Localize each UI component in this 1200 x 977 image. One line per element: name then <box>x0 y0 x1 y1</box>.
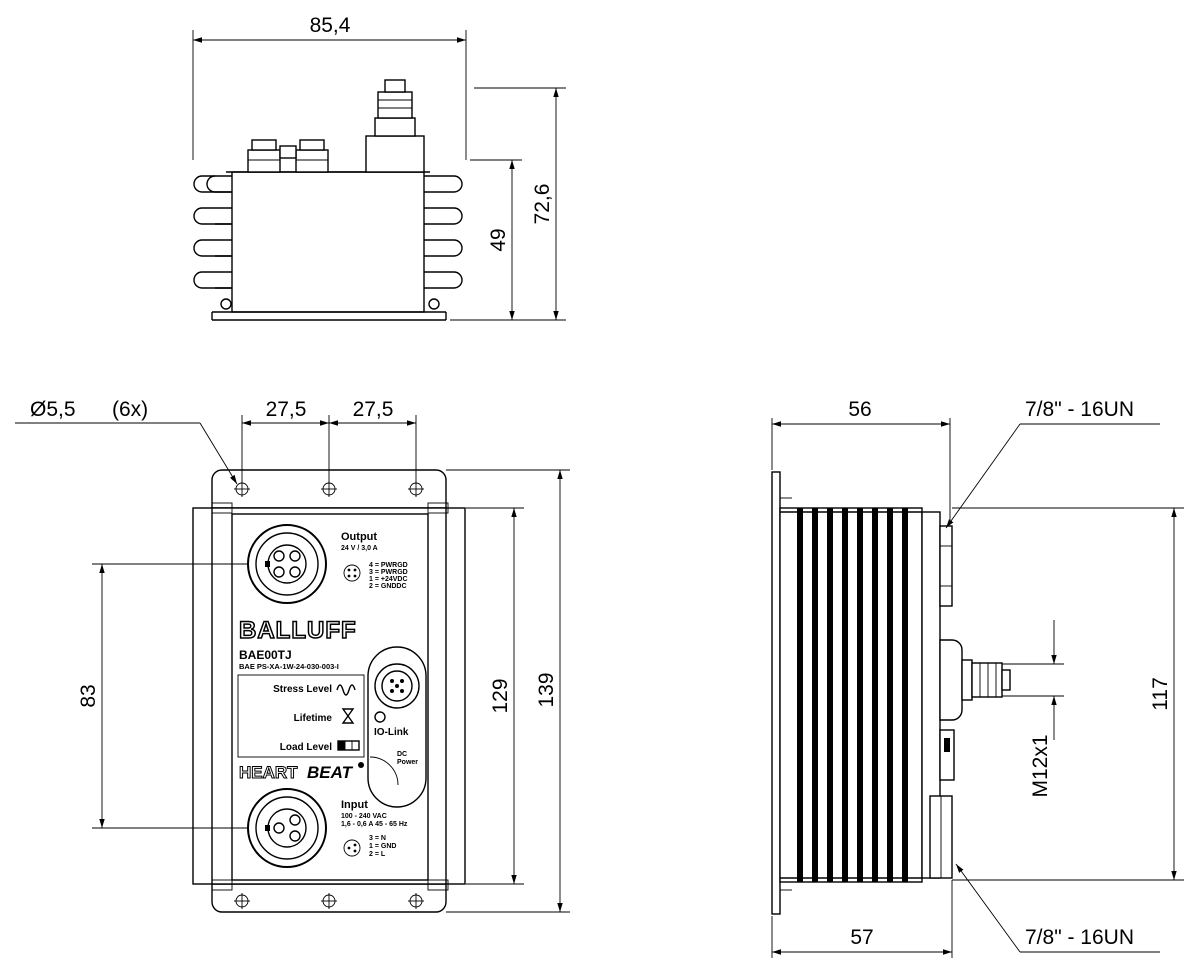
top-connector-left <box>247 139 329 173</box>
hourglass-icon <box>341 708 355 724</box>
dim-thread-m12: M12x1 <box>1029 734 1052 797</box>
dim-top-width: 85,4 <box>310 14 351 37</box>
front-view: Output 24 V / 3,0 A 4 = PWRGD 3 = PWRGD … <box>15 398 570 913</box>
status-panel <box>237 674 365 758</box>
screw-icon <box>428 298 440 310</box>
dim-hole-diameter: Ø5,5 <box>30 398 76 421</box>
heartbeat-logo-beat: BEAT <box>307 763 354 782</box>
dim-side-depth-top: 56 <box>848 398 871 421</box>
led-out-label: DC <box>397 751 407 758</box>
input-pin-1: 1 = GND <box>369 843 396 850</box>
dim-front-height-outer: 139 <box>535 672 558 707</box>
dim-side-height: 117 <box>1149 677 1172 710</box>
lifetime-label: Lifetime <box>294 713 333 724</box>
dim-pitch-right: 27,5 <box>353 398 394 421</box>
iolink-port <box>374 663 420 709</box>
side-fin-body <box>779 507 923 883</box>
brand-logo: BALLUFF <box>239 617 357 644</box>
registered-icon <box>358 762 364 768</box>
dim-thread-bottom: 7/8" - 16UN <box>1025 926 1134 949</box>
output-title: Output <box>341 531 377 543</box>
side-fins <box>797 508 908 882</box>
mounting-holes <box>234 481 424 909</box>
top-view-body <box>231 171 425 313</box>
input-rating-1: 100 - 240 VAC <box>341 813 387 820</box>
led-arc-icon <box>369 756 399 786</box>
dim-top-height-total: 72,6 <box>531 184 554 225</box>
model-number: BAE00TJ <box>239 648 292 662</box>
part-number: BAE PS-XA-1W-24-030-003-I <box>239 662 339 671</box>
output-pinout-icon <box>343 564 361 582</box>
dim-thread-top: 7/8" - 16UN <box>1025 398 1134 421</box>
screw-icon <box>220 298 232 310</box>
output-pin-3: 3 = PWRGD <box>369 569 408 576</box>
heartbeat-logo-heart: HEART <box>239 763 298 782</box>
top-connector-m12 <box>365 79 425 173</box>
input-title: Input <box>341 799 368 811</box>
dim-front-height-inner: 129 <box>489 678 512 713</box>
output-rating: 24 V / 3,0 A <box>341 545 378 552</box>
input-rating-2: 1,6 - 0,6 A 45 - 65 Hz <box>341 821 408 828</box>
side-mounting-plate <box>771 471 781 915</box>
dim-side-depth-bottom: 57 <box>850 926 873 949</box>
iolink-icon <box>374 711 386 723</box>
top-view: 85,4 72,6 49 <box>192 14 566 321</box>
output-pin-4: 4 = PWRGD <box>369 562 408 569</box>
stress-wave-icon <box>336 684 356 696</box>
dim-top-height-body: 49 <box>487 228 510 251</box>
output-pin-1: 1 = +24VDC <box>369 576 408 583</box>
load-level-label: Load Level <box>280 742 332 753</box>
side-connector-top <box>939 525 953 607</box>
side-view: 56 57 117 M12x1 7/8" - 16UN 7/8" - 16UN <box>771 398 1184 958</box>
input-pin-3: 3 = N <box>369 835 386 842</box>
top-view-fins-right <box>424 175 463 289</box>
output-pin-2: 2 = GNDDC <box>369 583 407 590</box>
led-power-label: Power <box>397 759 418 766</box>
stress-level-label: Stress Level <box>273 684 332 695</box>
input-pin-2: 2 = L <box>369 851 386 858</box>
dim-connector-spacing: 83 <box>77 684 100 707</box>
side-connector-m12 <box>939 639 1011 721</box>
top-view-fins-left <box>193 175 232 289</box>
dim-pitch-left: 27,5 <box>266 398 307 421</box>
dim-hole-count: (6x) <box>112 398 148 421</box>
input-pinout-icon <box>343 839 361 857</box>
iolink-label: IO-Link <box>374 727 409 738</box>
